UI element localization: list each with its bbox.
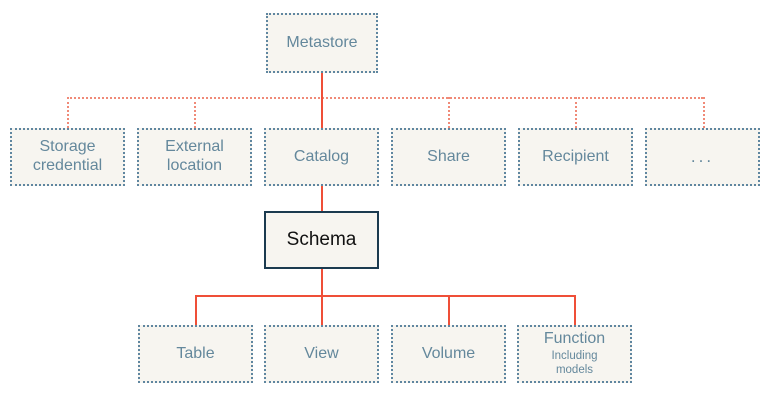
node-volume[interactable]: Volume: [391, 325, 506, 383]
node-table-label: Table: [176, 344, 215, 362]
node-metastore[interactable]: Metastore: [266, 13, 378, 73]
connector-drop-share: [448, 97, 450, 128]
connector-drop-table: [195, 295, 197, 325]
connector-metastore-bus: [67, 97, 703, 99]
node-catalog[interactable]: Catalog: [264, 128, 379, 186]
connector-drop-storage-credential: [67, 97, 69, 128]
connector-schema-stem: [321, 269, 323, 295]
node-storage-credential[interactable]: Storage credential: [10, 128, 125, 186]
connector-schema-bus: [195, 295, 576, 297]
node-external-location[interactable]: External location: [137, 128, 252, 186]
connector-drop-recipient: [575, 97, 577, 128]
node-more[interactable]: ...: [645, 128, 760, 186]
node-recipient[interactable]: Recipient: [518, 128, 633, 186]
node-metastore-label: Metastore: [286, 33, 358, 51]
node-volume-label: Volume: [421, 344, 476, 362]
connector-drop-catalog: [321, 97, 323, 128]
connector-catalog-to-schema: [321, 186, 323, 211]
connector-drop-volume: [448, 295, 450, 325]
node-storage-credential-label: Storage credential: [32, 138, 103, 174]
connector-metastore-stem: [321, 73, 323, 98]
node-catalog-label: Catalog: [293, 147, 350, 165]
connector-drop-function: [574, 295, 576, 325]
node-external-location-label: External location: [165, 138, 224, 174]
node-more-label: ...: [690, 146, 715, 166]
node-share[interactable]: Share: [391, 128, 506, 186]
node-share-label: Share: [427, 147, 470, 165]
node-recipient-label: Recipient: [542, 147, 609, 165]
node-view[interactable]: View: [264, 325, 379, 383]
connector-drop-more: [703, 97, 705, 128]
connector-drop-view: [321, 295, 323, 325]
node-function-label: Function: [543, 330, 606, 348]
node-function-sublabel: Including models: [551, 350, 598, 376]
node-schema[interactable]: Schema: [264, 211, 379, 269]
connector-drop-external-location: [194, 97, 196, 128]
node-function[interactable]: Function Including models: [517, 325, 632, 383]
node-table[interactable]: Table: [138, 325, 253, 383]
node-view-label: View: [304, 344, 339, 362]
node-schema-label: Schema: [286, 228, 357, 250]
